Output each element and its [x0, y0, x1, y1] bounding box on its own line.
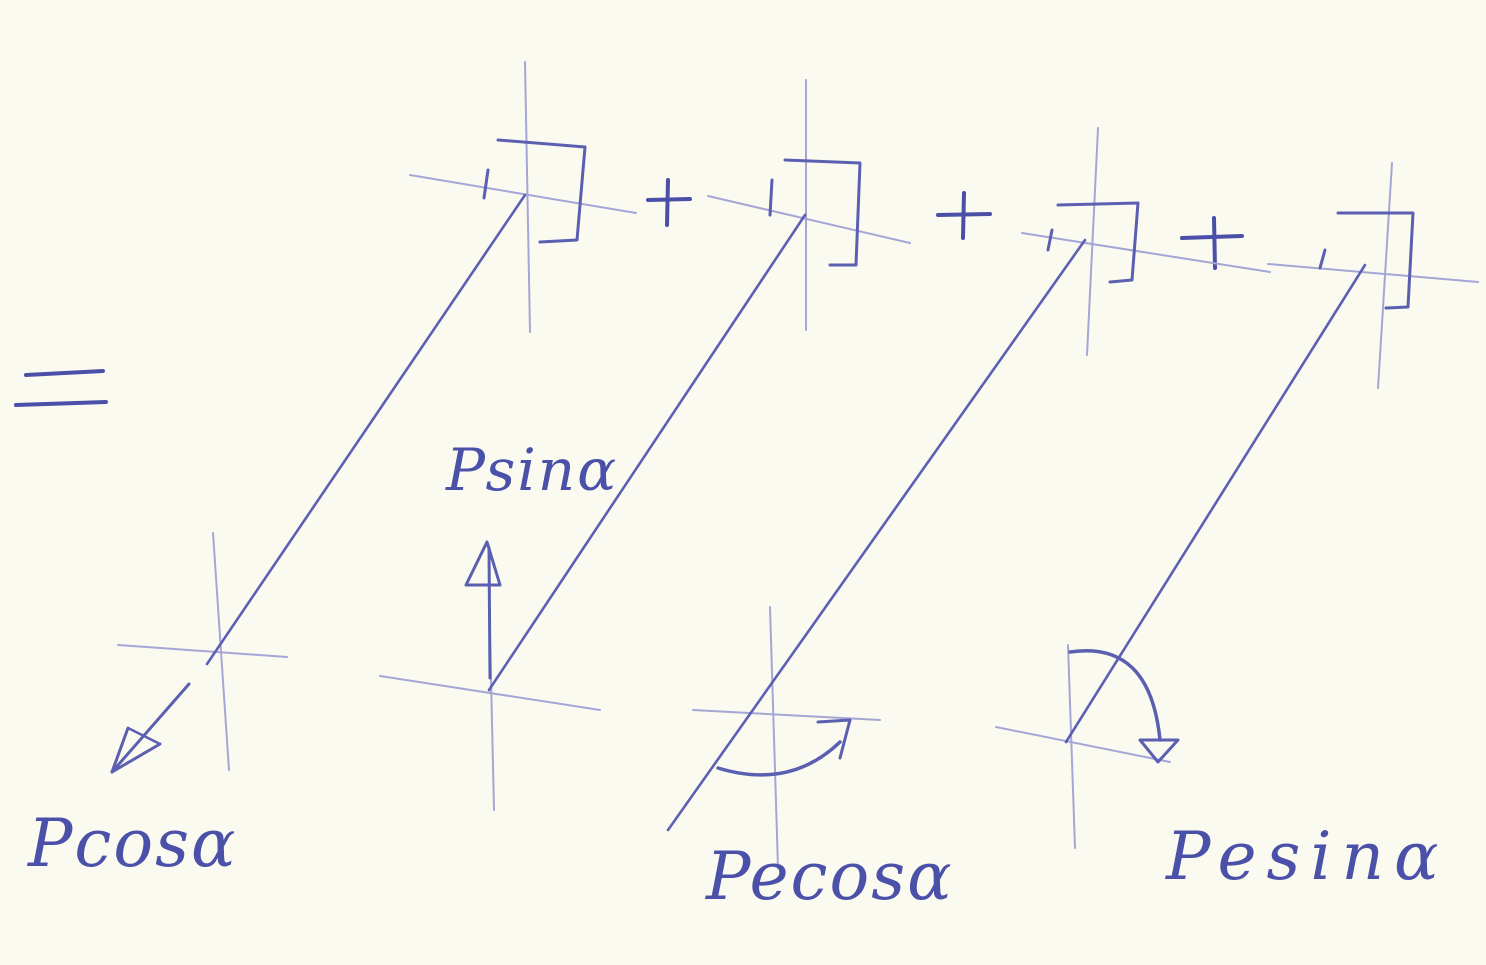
frame-1-column: [205, 193, 527, 666]
frame-3-bottom-joint: [692, 606, 881, 869]
equals-sign: [14, 369, 108, 407]
label-pe-sin-alpha: Pesinα: [1166, 818, 1449, 895]
frame-3-column: [666, 238, 1087, 832]
frame-3-top-support: [1021, 127, 1271, 356]
frame-1-load-arrow: [110, 682, 191, 774]
label-p-sin-alpha: Psinα: [446, 436, 619, 504]
plus-sign-1: [646, 178, 692, 227]
plus-sign-2: [936, 191, 992, 240]
frame-2: [379, 79, 911, 811]
frame-2-load-arrow: [464, 540, 502, 680]
frame-4-top-support: [1267, 162, 1479, 389]
frame-4-column: [1064, 263, 1367, 744]
frame-3: [666, 127, 1271, 869]
frame-4-moment-arrow: [1068, 649, 1180, 764]
frame-3-moment-arrow: [716, 718, 852, 777]
frame-1-bottom-joint: [117, 532, 288, 771]
frame-4-bottom-joint: [995, 644, 1171, 849]
plus-sign-3: [1180, 216, 1244, 270]
label-p-cos-alpha: Pcosα: [28, 805, 238, 882]
frame-2-column: [487, 213, 807, 692]
label-pe-cos-alpha: Pecosα: [706, 838, 954, 915]
frame-1: [110, 61, 637, 774]
frame-1-top-support: [409, 61, 637, 333]
frame-2-top-support: [707, 79, 911, 331]
frame-4: [995, 162, 1479, 849]
